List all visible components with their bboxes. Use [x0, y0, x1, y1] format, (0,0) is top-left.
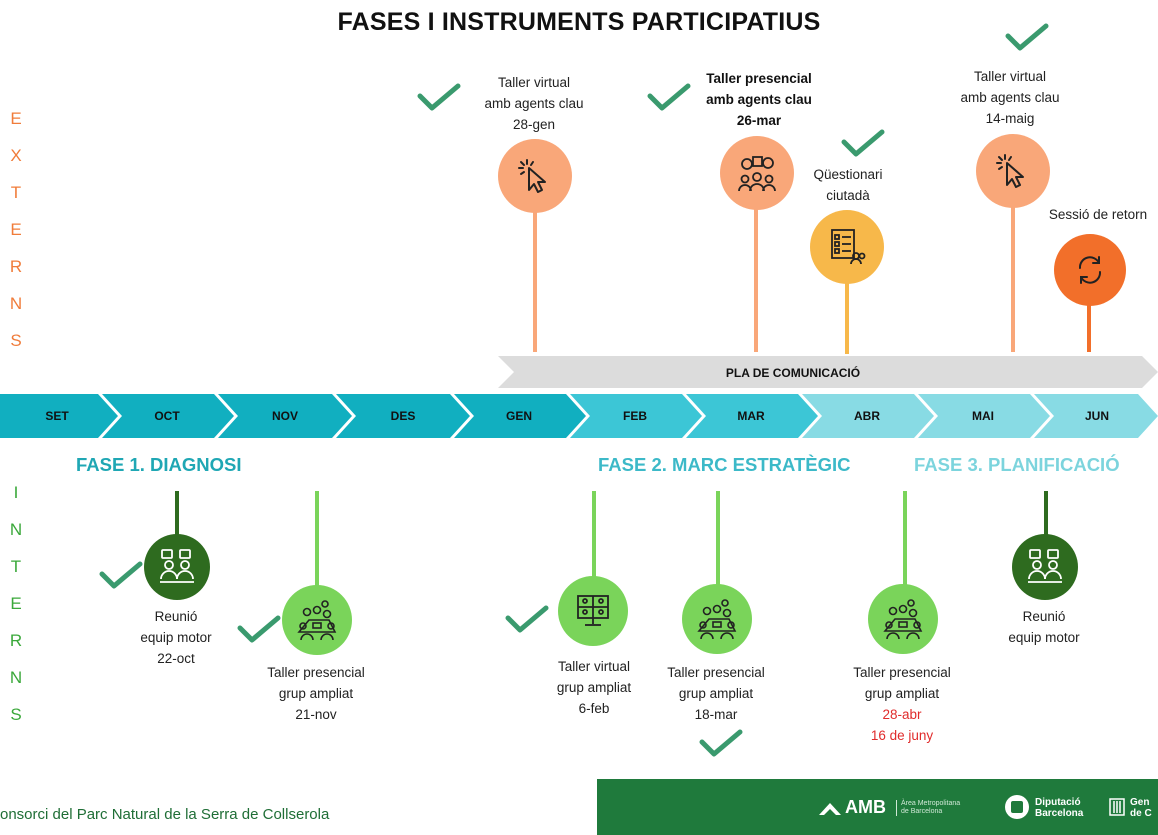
event-stem [716, 491, 720, 591]
diputacio-logo-icon [1005, 795, 1029, 819]
event-stem [1087, 290, 1091, 352]
generalitat-logo-icon [1109, 798, 1125, 816]
event-stem [533, 200, 537, 352]
event-sessio-retorn: Sessió de retorn [1048, 207, 1148, 222]
check-icon [647, 83, 691, 111]
check-icon [99, 561, 143, 589]
video-call-icon [558, 576, 628, 646]
footer-consorci-text: onsorci del Parc Natural de la Serra de … [0, 806, 330, 823]
check-icon [237, 615, 281, 643]
check-icon [505, 605, 549, 633]
refresh-icon [1054, 234, 1126, 306]
cursor-click-icon [498, 139, 572, 213]
check-icon [1005, 23, 1049, 51]
event-stem [1011, 190, 1015, 352]
logo-divider [896, 800, 897, 816]
amb-logo-text: AMB [845, 797, 886, 817]
month-label-oct: OCT [154, 409, 180, 423]
phase-1-title: FASE 1. DIAGNOSI [76, 454, 242, 475]
month-label-jun: JUN [1084, 409, 1109, 423]
month-label-mar: MAR [737, 409, 765, 423]
check-icon [699, 729, 743, 757]
communication-bar [498, 356, 1158, 388]
event-stem [845, 270, 849, 354]
event-stem [1044, 491, 1048, 547]
month-chevron-oct [102, 394, 234, 438]
communication-bar-label: PLA DE COMUNICACIÓ [725, 366, 861, 380]
page-title: FASES I INSTRUMENTS PARTICIPATIUS [337, 8, 821, 36]
workshop-table-icon [868, 584, 938, 654]
event-stem [175, 491, 179, 549]
workshop-table-icon [682, 584, 752, 654]
month-chevron-mai [918, 394, 1050, 438]
month-chevron-abr [802, 394, 934, 438]
timeline-graphic [0, 356, 1158, 438]
month-chevron-gen [454, 394, 586, 438]
cursor-click-icon [976, 134, 1050, 208]
amb-logo-icon [819, 803, 841, 815]
phase-2-title: FASE 2. MARC ESTRATÈGIC [598, 454, 851, 475]
month-label-des: DES [390, 409, 416, 423]
month-chevron-set [0, 394, 118, 438]
month-label-nov: NOV [271, 409, 298, 423]
questionnaire-icon [810, 210, 884, 284]
event-stem [592, 491, 596, 583]
month-chevron-mar [686, 394, 818, 438]
month-label-set: SET [45, 409, 69, 423]
month-chevron-feb [570, 394, 702, 438]
check-icon [417, 83, 461, 111]
check-icon [841, 129, 885, 157]
meeting-icon [1012, 534, 1078, 600]
meeting-icon [144, 534, 210, 600]
month-chevron-nov [218, 394, 352, 438]
month-label-gen: GEN [505, 409, 532, 423]
event-stem [315, 491, 319, 593]
month-chevron-des [336, 394, 470, 438]
workshop-table-icon [282, 585, 352, 655]
month-chevron-jun [1034, 394, 1158, 438]
event-stem [754, 200, 758, 352]
people-feedback-icon [720, 136, 794, 210]
month-label-mai: MAI [972, 409, 994, 423]
month-label-feb: FEB [623, 409, 647, 423]
event-stem [903, 491, 907, 591]
month-label-abr: ABR [854, 409, 880, 423]
phase-3-title: FASE 3. PLANIFICACIÓ [914, 454, 1120, 475]
